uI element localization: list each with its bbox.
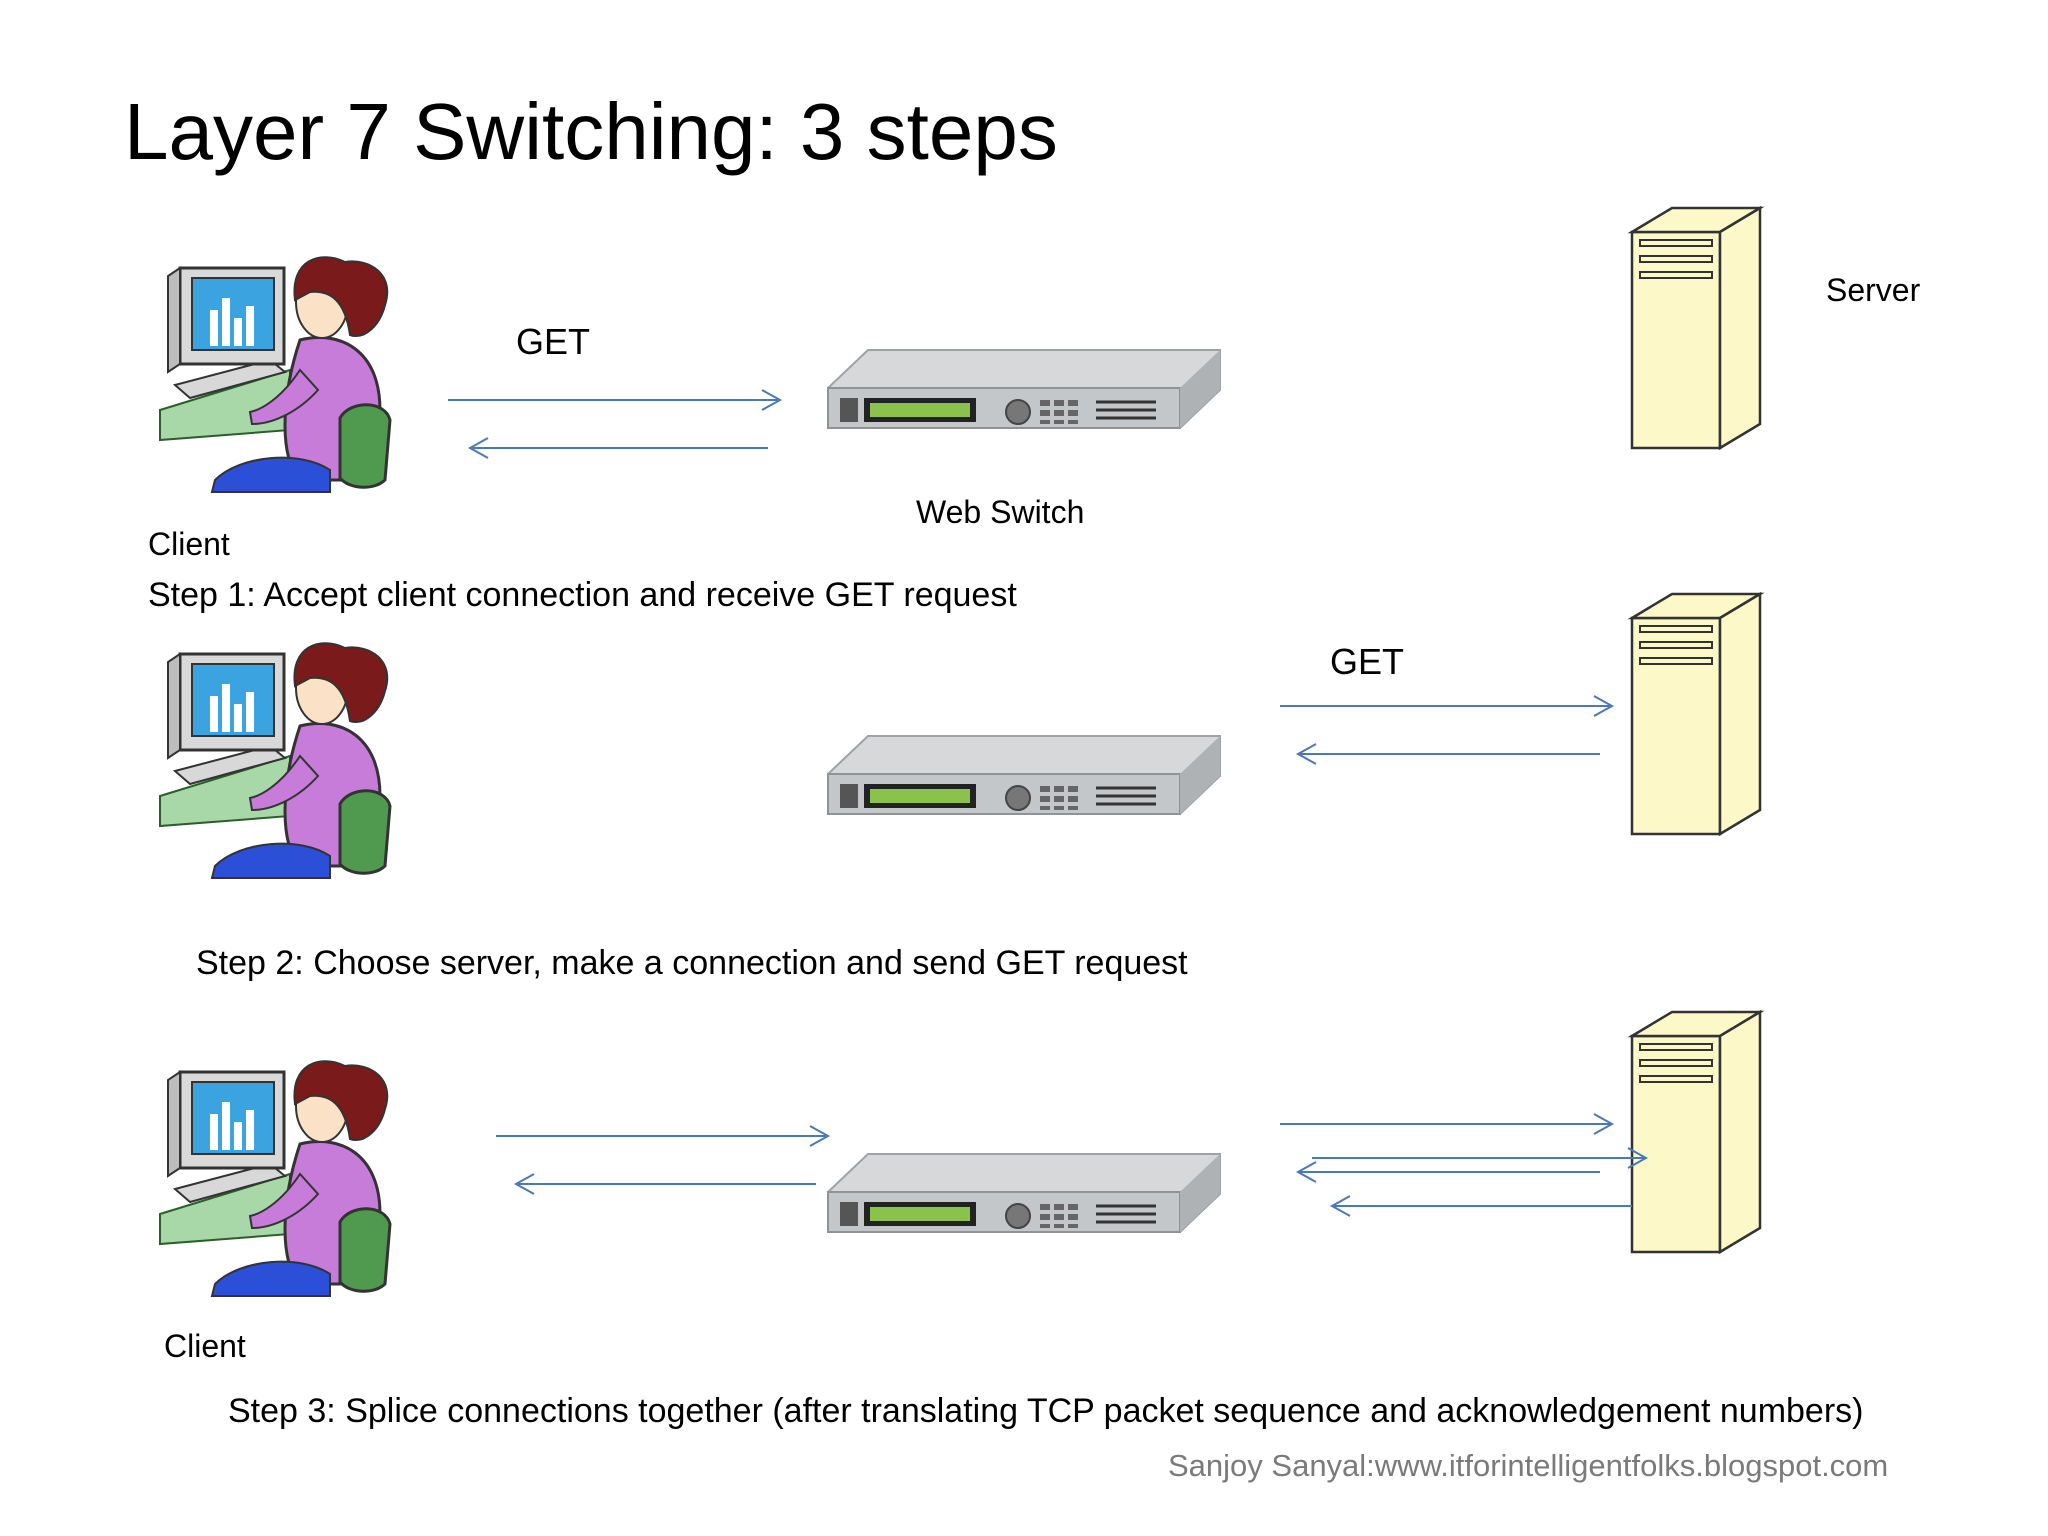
arrowhead-left (1329, 1195, 1351, 1217)
web-switch-label: Web Switch (916, 494, 1085, 530)
arrow-group (448, 389, 783, 459)
step-1-caption: Step 1: Accept client connection and rec… (148, 576, 1017, 614)
arrowhead-right (1627, 1147, 1649, 1169)
credit-text: Sanjoy Sanyal:www.itforintelligentfolks.… (1168, 1448, 1889, 1483)
get-label: GET (516, 321, 591, 362)
client-icon (158, 641, 392, 880)
client-icon (158, 1059, 392, 1298)
arrowhead-right (809, 1125, 831, 1147)
page-title: Layer 7 Switching: 3 steps (124, 87, 1058, 176)
arrow-group (1280, 695, 1615, 765)
step-3-caption: Step 3: Splice connections together (aft… (228, 1392, 1864, 1430)
arrowhead-left (1295, 1161, 1317, 1183)
server-icon (1630, 206, 1762, 450)
web-switch-icon (826, 1152, 1222, 1234)
client-icon (158, 255, 392, 494)
arrowhead-left (513, 1173, 535, 1195)
client-label: Client (148, 526, 230, 562)
arrowhead-right (1593, 695, 1615, 717)
arrowhead-right (1593, 1113, 1615, 1135)
client-label: Client (164, 1328, 246, 1364)
web-switch-icon (826, 734, 1222, 816)
server-icon (1630, 592, 1762, 836)
step-2-caption: Step 2: Choose server, make a connection… (196, 944, 1188, 982)
server-icon (1630, 1010, 1762, 1254)
server-label: Server (1826, 272, 1921, 308)
arrowhead-right (761, 389, 783, 411)
get-label: GET (1330, 641, 1405, 682)
arrow-group (496, 1113, 1649, 1217)
arrowhead-left (467, 437, 489, 459)
arrowhead-left (1295, 743, 1317, 765)
web-switch-icon (826, 348, 1222, 430)
